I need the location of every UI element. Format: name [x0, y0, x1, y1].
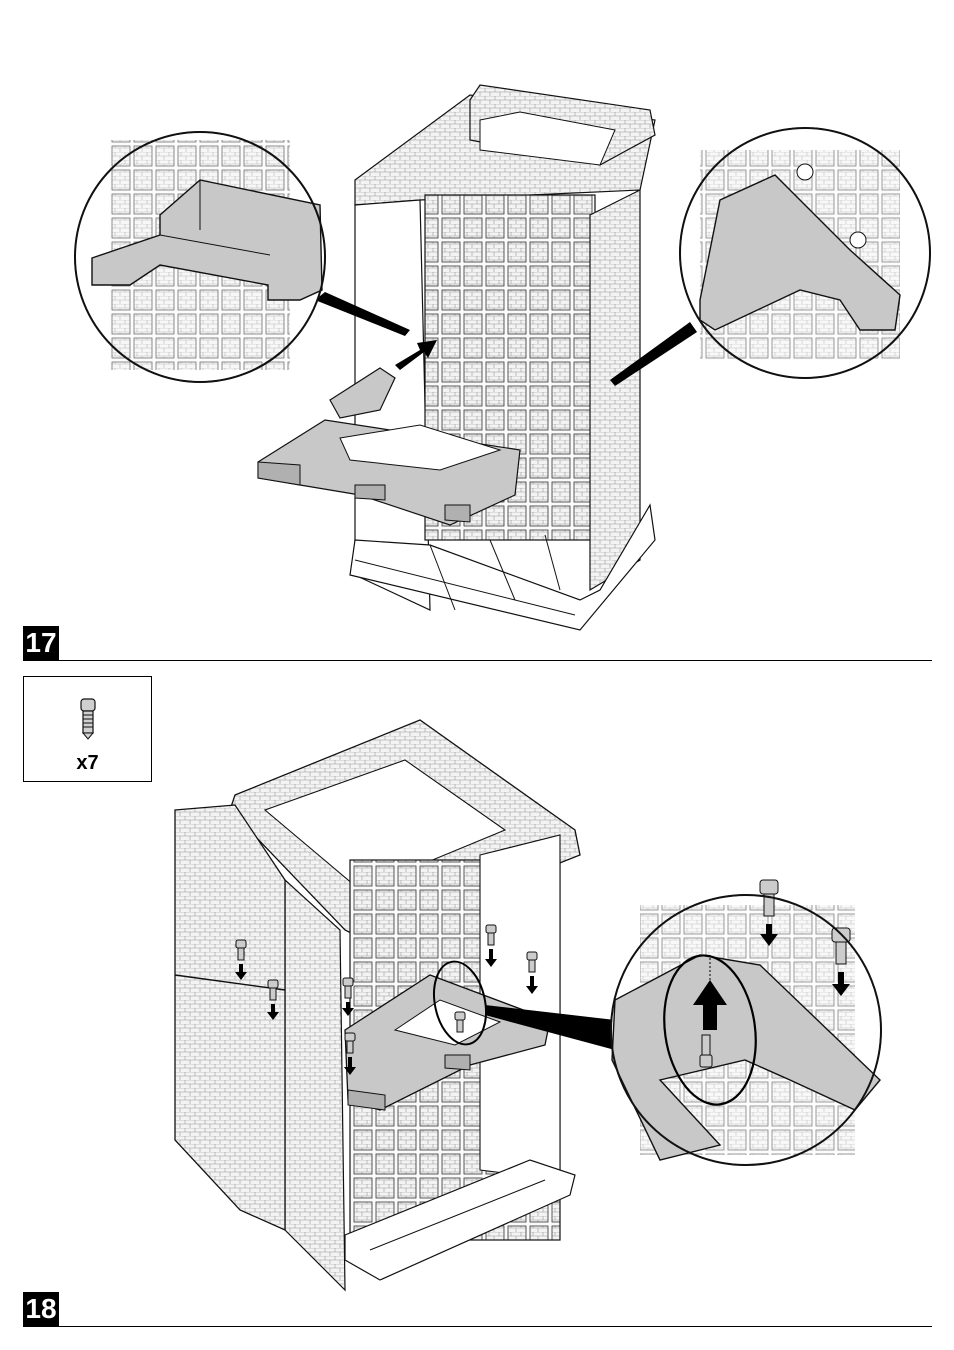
detail-callout-screw [611, 880, 881, 1165]
step-18-illustration [0, 0, 954, 1300]
step-number-badge: 18 [23, 1292, 59, 1326]
cabinet-unit-open [175, 720, 580, 1290]
step-divider [23, 1326, 932, 1327]
